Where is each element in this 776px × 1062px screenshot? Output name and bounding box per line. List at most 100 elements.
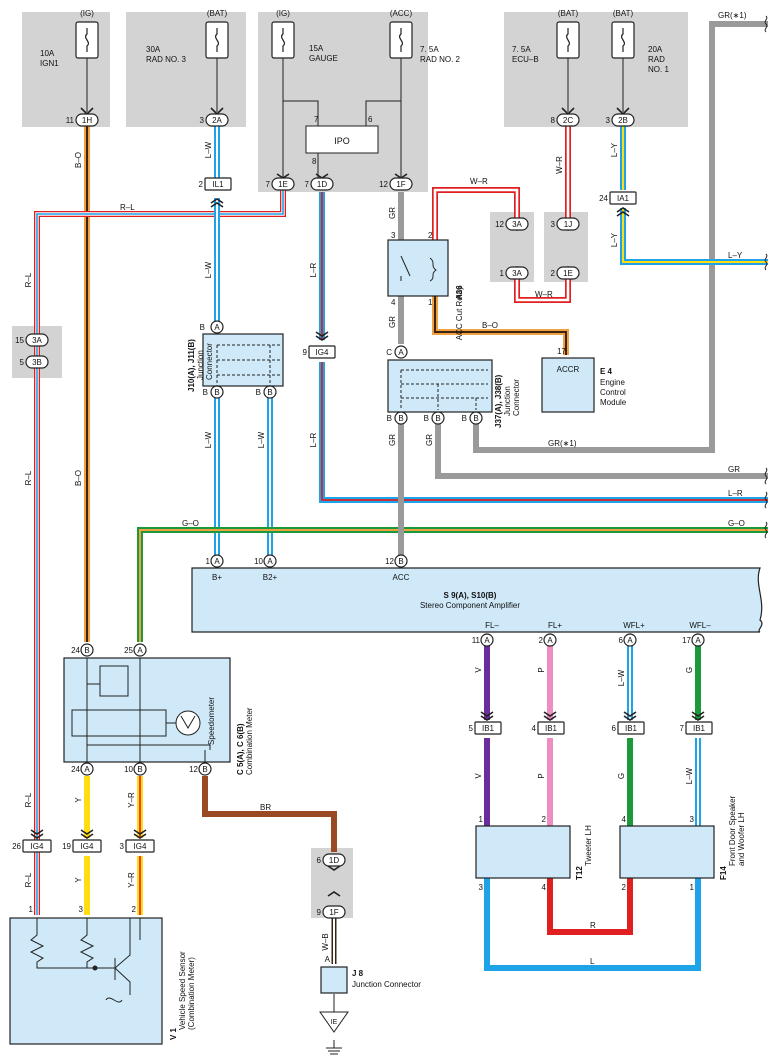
diagram-label: Junction bbox=[196, 350, 205, 380]
diagram-label: 1D bbox=[329, 856, 339, 865]
diagram-label: 24 bbox=[71, 646, 80, 655]
diagram-label: 4 bbox=[532, 724, 537, 733]
fuse-rad3-name: RAD NO. 3 bbox=[146, 55, 187, 64]
fuse-ecub-name: ECU–B bbox=[512, 55, 539, 64]
diagram-label: A bbox=[137, 646, 143, 655]
junction-j8-id: J 8 bbox=[352, 969, 364, 978]
acc-cut-relay-name: ACC Cut Relay bbox=[455, 286, 464, 340]
diagram-label: 10 bbox=[124, 765, 133, 774]
diagram-label: W–R bbox=[535, 290, 553, 299]
ecm-pin-accr: ACCR bbox=[557, 365, 580, 374]
diagram-label: 1E bbox=[563, 269, 573, 278]
diagram-label: B bbox=[202, 765, 207, 774]
diagram-label: B bbox=[137, 765, 142, 774]
fuse-ign1-name: IGN1 bbox=[40, 59, 59, 68]
diagram-label: 2 bbox=[428, 231, 433, 240]
diagram-label: BR bbox=[260, 803, 271, 812]
labels: (IG) (BAT) (IG) (ACC) (BAT) (BAT) 10A IG… bbox=[12, 9, 747, 1040]
diagram-label: 6 bbox=[368, 115, 373, 124]
diagram-label: 15 bbox=[15, 336, 24, 345]
diagram-label: GR bbox=[425, 434, 434, 446]
diagram-label: V bbox=[474, 773, 483, 779]
diagram-label: (BAT) bbox=[613, 9, 634, 18]
diagram-label: B bbox=[256, 388, 261, 397]
diagram-label: GR bbox=[728, 465, 740, 474]
diagram-label: C bbox=[386, 348, 392, 357]
diagram-label: 11 bbox=[66, 116, 75, 125]
diagram-label: A bbox=[214, 557, 220, 566]
diagram-label: 1F bbox=[396, 180, 405, 189]
diagram-label: B bbox=[398, 557, 403, 566]
diagram-label: B bbox=[200, 323, 205, 332]
diagram-label: R–L bbox=[24, 792, 33, 807]
diagram-label: L–R bbox=[728, 489, 743, 498]
diagram-label: W–B bbox=[321, 933, 330, 950]
woofer-id: F14 bbox=[719, 866, 728, 880]
diagram-label: A bbox=[547, 636, 553, 645]
diagram-label: 7 bbox=[266, 180, 271, 189]
diagram-label: B–O bbox=[74, 470, 83, 486]
diagram-label: L–W bbox=[204, 141, 213, 158]
diagram-label: Front Door Speaker bbox=[728, 795, 737, 866]
diagram-label: 3A bbox=[512, 220, 522, 229]
fuse-rad2-name: RAD NO. 2 bbox=[420, 55, 461, 64]
diagram-label: B bbox=[267, 388, 272, 397]
fuse-gauge-name: GAUGE bbox=[309, 54, 338, 63]
diagram-label: G–O bbox=[182, 519, 199, 528]
diagram-label: 1 bbox=[690, 883, 695, 892]
diagram-label: 4 bbox=[542, 883, 547, 892]
wire-ly bbox=[620, 126, 768, 265]
diagram-label: 1J bbox=[564, 220, 572, 229]
diagram-label: B bbox=[398, 414, 403, 423]
diagram-label: IB1 bbox=[545, 724, 558, 733]
diagram-label: GR(∗1) bbox=[718, 11, 747, 20]
fuse-rad3-amp: 30A bbox=[146, 45, 161, 54]
diagram-label: L–R bbox=[309, 262, 318, 277]
internal-lines bbox=[86, 58, 624, 1055]
diagram-label: 1E bbox=[278, 180, 288, 189]
junction-j8-name: Junction Connector bbox=[352, 980, 421, 989]
junction-block-gauge bbox=[258, 12, 428, 192]
diagram-label: 3 bbox=[606, 116, 611, 125]
diagram-label: 3 bbox=[120, 842, 125, 851]
acc-cut-relay-box bbox=[387, 239, 449, 297]
diagram-label: 3 bbox=[690, 815, 695, 824]
diagram-label: 24 bbox=[599, 194, 608, 203]
diagram-label: 8 bbox=[551, 116, 556, 125]
amp-wfl-minus: WFL– bbox=[689, 621, 711, 630]
diagram-label: A bbox=[484, 636, 490, 645]
diagram-label: R–L bbox=[120, 203, 135, 212]
diagram-label: and Woofer LH bbox=[737, 812, 746, 866]
diagram-label: 5 bbox=[20, 358, 25, 367]
wires bbox=[34, 21, 768, 971]
vehicle-speed-sensor-box bbox=[9, 917, 163, 1045]
diagram-label: 7 bbox=[314, 115, 319, 124]
diagram-label: L–W bbox=[617, 669, 626, 686]
diagram-label: IG4 bbox=[316, 348, 329, 357]
diagram-label: B bbox=[435, 414, 440, 423]
diagram-label: 2 bbox=[539, 636, 544, 645]
diagram-label: Module bbox=[600, 398, 627, 407]
diagram-label: B–O bbox=[482, 321, 498, 330]
connector-pills bbox=[22, 113, 713, 919]
diagram-label: 12 bbox=[495, 220, 504, 229]
amp-b2plus: B2+ bbox=[263, 573, 278, 582]
diagram-label: L bbox=[590, 957, 595, 966]
diagram-label: (IG) bbox=[276, 9, 290, 18]
diagram-label: (BAT) bbox=[207, 9, 228, 18]
diagram-label: L–W bbox=[204, 431, 213, 448]
ipo-relay-box bbox=[305, 125, 379, 154]
speedometer-symbol bbox=[175, 710, 201, 736]
diagram-label: A bbox=[267, 557, 273, 566]
diagram-label: 2A bbox=[212, 116, 222, 125]
diagram-label: Vehicle Speed Sensor bbox=[178, 951, 187, 1030]
diagram-label: 12 bbox=[189, 765, 198, 774]
amp-fl-minus: FL– bbox=[485, 621, 499, 630]
diagram-label: 7 bbox=[680, 724, 685, 733]
diagram-label: B bbox=[214, 388, 219, 397]
junction-block-ecub bbox=[504, 12, 688, 127]
diagram-label: 7 bbox=[305, 180, 310, 189]
diagram-label: L–W bbox=[257, 431, 266, 448]
diagram-label: 3 bbox=[551, 220, 556, 229]
